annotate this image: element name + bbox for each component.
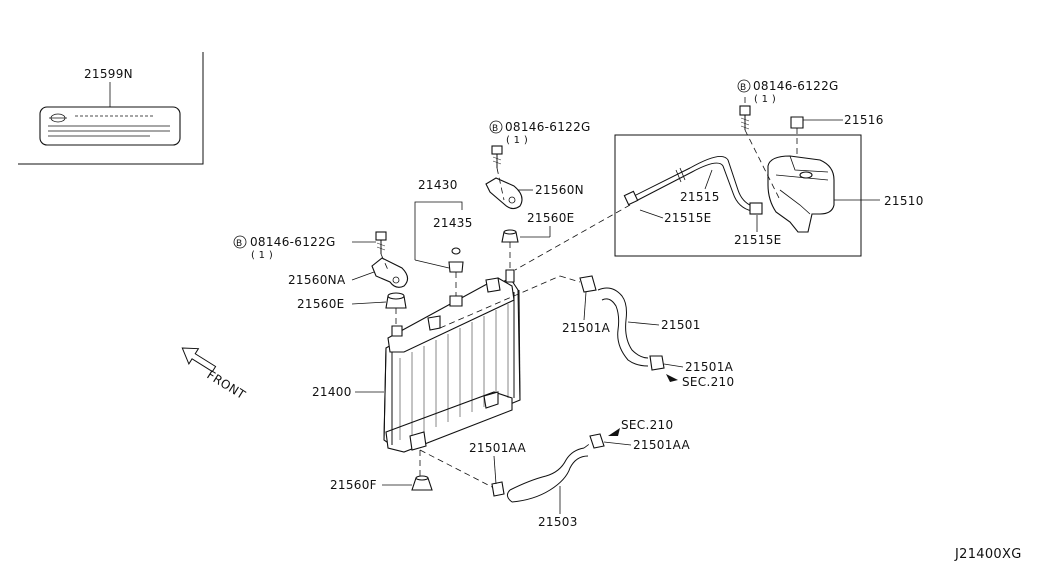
part-label-21515e-left: 21515E [664, 211, 712, 225]
part-label-21560e-upper: 21560E [527, 211, 575, 225]
diagram-code: J21400XG [954, 547, 1022, 562]
part-label-21560e-left: 21560E [297, 297, 345, 311]
bolt-callout-top-right: B 08146-6122G ( 1 ) [737, 79, 839, 105]
label-plate-inset: 21599N [18, 52, 204, 165]
part-label-21501aa-right: 21501AA [633, 438, 691, 452]
bolt-icon [739, 105, 751, 130]
bolt-icon [491, 145, 503, 168]
part-label-21501aa-left: 21501AA [469, 441, 527, 455]
front-label: FRONT [204, 368, 248, 403]
svg-text:B: B [236, 239, 242, 249]
part-label-08146-center: 08146-6122G [505, 120, 591, 134]
nissan-logo-icon [49, 113, 67, 123]
part-label-21501a-upper: 21501A [562, 321, 611, 335]
part-label-21501a-lower: 21501A [685, 360, 734, 374]
part-qty-left: ( 1 ) [251, 250, 273, 261]
sec210-label-upper: SEC.210 [682, 375, 734, 389]
part-qty-center: ( 1 ) [506, 135, 528, 146]
part-label-21430: 21430 [418, 178, 458, 192]
part-label-21560na: 21560NA [288, 273, 346, 287]
radiator-fins [399, 304, 509, 440]
part-qty-top-right: ( 1 ) [754, 94, 776, 105]
bolt-callout-center: B 08146-6122G ( 1 ) [489, 120, 591, 146]
bolt-icon [352, 231, 387, 254]
arrow-icon [666, 374, 678, 382]
part-label-21516: 21516 [844, 113, 884, 127]
bolt-callout-left: B 08146-6122G ( 1 ) [233, 235, 336, 261]
part-label-21501: 21501 [661, 318, 701, 332]
front-arrow-icon [181, 347, 217, 373]
reservoir-assembly [614, 97, 862, 257]
sec210-label-lower: SEC.210 [621, 418, 673, 432]
svg-text:B: B [492, 124, 498, 134]
part-label-21515: 21515 [680, 190, 720, 204]
part-label-21560f: 21560F [330, 478, 377, 492]
part-label-21400: 21400 [312, 385, 352, 399]
part-label-21560n: 21560N [535, 183, 584, 197]
part-label-21510: 21510 [884, 194, 924, 208]
part-label-08146-left: 08146-6122G [250, 235, 336, 249]
part-label-08146-top-right: 08146-6122G [753, 79, 839, 93]
part-label-21515e-right: 21515E [734, 233, 782, 247]
arrow-icon [608, 428, 620, 436]
part-label-21435: 21435 [433, 216, 473, 230]
part-label-21599n: 21599N [84, 67, 133, 81]
part-label-21503: 21503 [538, 515, 578, 529]
radiator-core [383, 269, 521, 453]
svg-text:B: B [740, 83, 746, 93]
